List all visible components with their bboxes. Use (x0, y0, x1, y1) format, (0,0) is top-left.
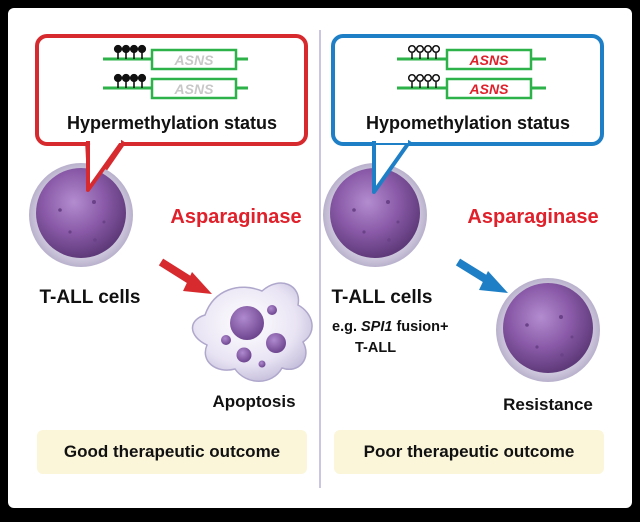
left-gene-row-2: ASNS (103, 73, 248, 100)
asns-gene-label: ASNS (174, 81, 215, 97)
left-drug-label: Asparaginase (170, 206, 301, 228)
asns-gene-box (150, 48, 238, 71)
right-tall-cell (323, 163, 427, 267)
poor-outcome-box: Poor therapeutic outcome (334, 430, 604, 474)
asns-gene-label: ASNS (469, 52, 510, 68)
asns-gene-label: ASNS (469, 81, 510, 97)
resistance-label: Resistance (503, 395, 593, 414)
asns-gene-label: ASNS (174, 52, 215, 68)
asns-gene-box (445, 48, 533, 71)
resistant-tall-cell (496, 278, 600, 382)
example-label: e.g. SPI1 fusion+ (332, 319, 448, 335)
left-gene-row-1: ASNS (103, 44, 248, 71)
unmethylated-cpg-icon (407, 73, 441, 88)
left-tall-cell (29, 163, 133, 267)
methylated-cpg-icon (113, 73, 147, 88)
asns-gene-box (445, 77, 533, 100)
apoptotic-cell (191, 282, 313, 382)
good-outcome-box: Good therapeutic outcome (37, 430, 307, 474)
hypermethylation-status-label: Hypermethylation status (67, 113, 277, 133)
right-gene-row-1: ASNS (397, 44, 546, 71)
apoptosis-label: Apoptosis (212, 392, 295, 411)
right-gene-row-2: ASNS (397, 73, 546, 100)
right-drug-label: Asparaginase (467, 206, 598, 228)
methylated-cpg-icon (113, 44, 147, 59)
blue-arrow-icon (455, 258, 508, 293)
example-label-line2: T-ALL (355, 340, 396, 356)
right-cell-label: T-ALL cells (331, 287, 432, 308)
red-arrow-icon (158, 258, 212, 294)
unmethylated-cpg-icon (407, 44, 441, 59)
hypomethylation-status-label: Hypomethylation status (366, 113, 570, 133)
left-cell-label: T-ALL cells (39, 287, 140, 308)
asns-gene-box (150, 77, 238, 100)
spi1-gene-label: SPI1 (361, 319, 392, 335)
